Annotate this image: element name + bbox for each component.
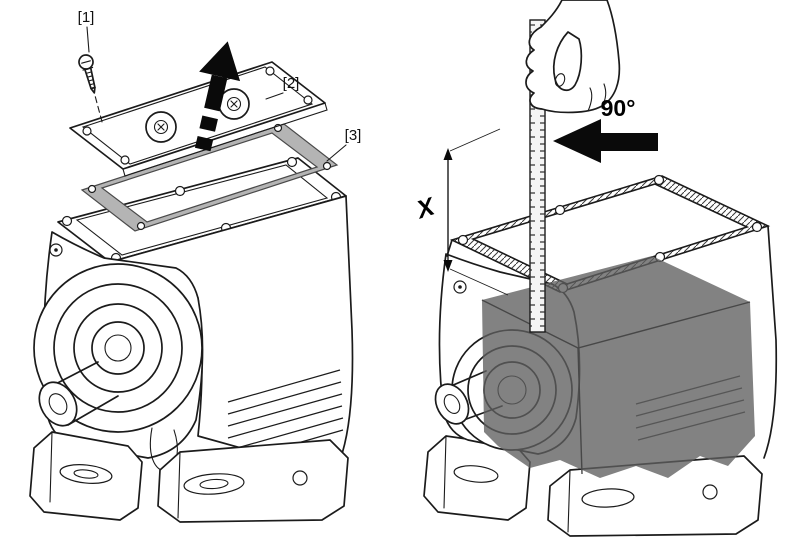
- callout-2-leader: [265, 92, 284, 100]
- callout-1-leader: [86, 26, 90, 53]
- flange-corner-bolt-right: [453, 280, 467, 294]
- dimension-x-label: X: [411, 192, 439, 225]
- angle-annotation: 90°: [553, 95, 658, 163]
- hand-icon: [525, 0, 621, 114]
- shaded-internals: [481, 256, 755, 478]
- figure-cover-removal: [1] [2] [3]: [29, 9, 362, 523]
- foot-right-left: [423, 435, 531, 521]
- output-shaft: [38, 361, 119, 427]
- flange-corner-bolt: [49, 243, 63, 257]
- callout-2-label: [2]: [283, 75, 300, 92]
- angle-arrow-icon: [553, 119, 658, 163]
- foot-front-right: [157, 439, 349, 523]
- front-hub: [33, 263, 203, 433]
- removal-arrow-icon: [194, 41, 241, 152]
- screw-icon: [78, 54, 103, 123]
- plate-corner-holes: [82, 66, 313, 165]
- callout-3-label: [3]: [345, 127, 362, 144]
- callout-3-leader: [326, 144, 347, 162]
- right-edge: [763, 225, 778, 459]
- gearbox-left-body: [29, 156, 354, 523]
- shaded-ribs: [635, 375, 746, 441]
- plate-boss-1: [145, 111, 177, 143]
- callouts-left: [1] [2] [3]: [78, 9, 362, 162]
- angle-label: 90°: [601, 95, 636, 121]
- figure-oil-level-check: X 90°: [411, 0, 778, 537]
- callout-1-label: [1]: [78, 9, 95, 26]
- foot-front-left: [29, 431, 143, 521]
